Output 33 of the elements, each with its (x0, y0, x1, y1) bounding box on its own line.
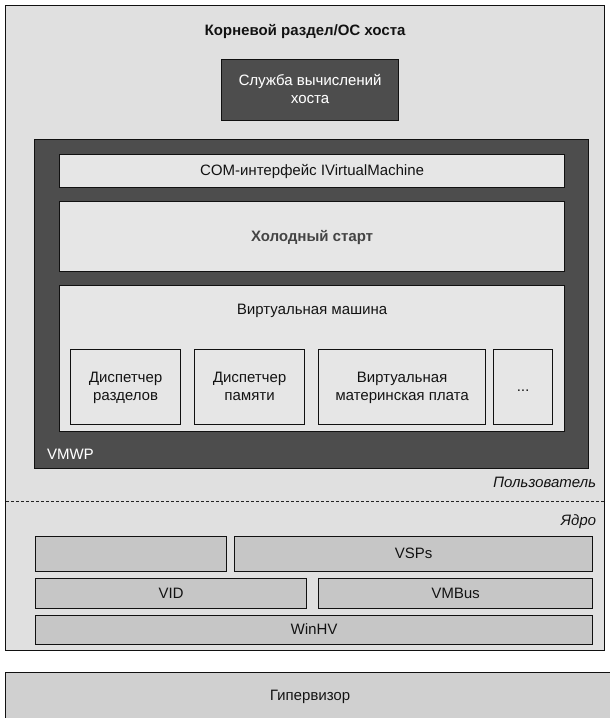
service-box (221, 59, 399, 121)
component-label: WinHV (290, 621, 338, 639)
component-box (318, 349, 486, 425)
panel-label: VMWP (46, 446, 95, 464)
interface-bar (59, 154, 565, 188)
component-label: Диспетчер памяти (212, 369, 288, 405)
component-label: COM-интерфейс IVirtualMachine (199, 162, 425, 180)
component-label: Виртуальная материнская плата (334, 369, 470, 405)
hypervisor-bar (5, 672, 610, 718)
component-label: VSPs (394, 545, 434, 563)
component-box (70, 349, 181, 425)
panel-label: Виртуальная машина (236, 301, 388, 319)
component-label: Служба вычислений хоста (238, 72, 382, 108)
component-box (194, 349, 305, 425)
component-label: Диспетчер разделов (88, 369, 164, 405)
component-label: Холодный старт (250, 228, 374, 246)
component-bar (318, 578, 593, 609)
component-bar (35, 615, 593, 645)
component-bar (59, 201, 565, 272)
kernel-mode-label: Ядро (560, 512, 596, 529)
component-box (493, 349, 553, 425)
process-panel (34, 139, 589, 469)
component-label: Гипервизор (268, 687, 352, 705)
partition-panel (5, 5, 605, 651)
user-mode-label: Пользователь (493, 474, 596, 491)
virtual-machine-panel (59, 285, 565, 432)
component-box (35, 536, 227, 572)
component-label: ... (516, 378, 530, 396)
component-label: VID (157, 584, 184, 602)
component-label: VMBus (430, 584, 481, 602)
panel-heading: Корневой раздел/ОС хоста (204, 22, 406, 40)
component-bar (35, 578, 307, 609)
component-bar (234, 536, 593, 572)
